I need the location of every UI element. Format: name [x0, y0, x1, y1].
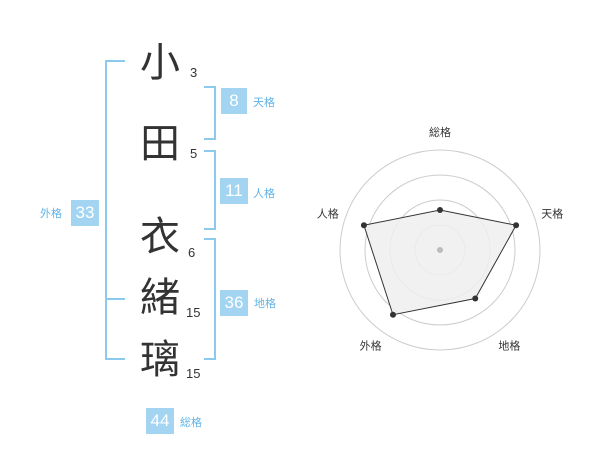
stroke-count-1: 3: [190, 65, 198, 80]
tenkaku-bracket: [204, 86, 216, 140]
name-char-4: 緒: [140, 275, 180, 321]
stroke-count-5: 15: [186, 366, 201, 381]
radar-ring: [364, 174, 516, 326]
gaikaku-bracket: [105, 60, 125, 360]
radar-center: [437, 247, 443, 253]
stroke-count-2: 5: [190, 146, 198, 161]
jinkaku-label: 人格: [253, 187, 275, 200]
name-char-3: 衣: [140, 214, 180, 260]
jinkaku-bracket: [204, 150, 216, 230]
radar-axis-label: 地格: [498, 338, 520, 352]
name-char-5: 璃: [140, 337, 180, 383]
radar-point: [360, 222, 367, 229]
soukaku-label: 総格: [180, 416, 202, 429]
gaikaku-value: 33: [71, 200, 99, 226]
radar-area: [363, 209, 517, 316]
soukaku-value: 44: [146, 408, 174, 434]
chikaku-value: 36: [220, 290, 248, 316]
tenkaku-value: 8: [221, 88, 247, 114]
jinkaku-value: 11: [220, 178, 248, 204]
radar-axis-label: 人格: [317, 207, 339, 221]
chikaku-label: 地格: [254, 297, 276, 310]
radar-ring: [339, 149, 541, 351]
radar-point: [472, 295, 479, 302]
tenkaku-label: 天格: [253, 96, 275, 109]
radar-point: [437, 207, 443, 213]
radar-axis-label: 総格: [429, 125, 451, 139]
stroke-count-3: 6: [188, 245, 196, 260]
radar-axis-label: 天格: [541, 207, 563, 221]
radar-point: [389, 311, 396, 318]
name-char-2: 田: [140, 121, 180, 167]
radar-axis-label: 外格: [360, 338, 382, 352]
name-char-1: 小: [140, 40, 180, 86]
gaikaku-label: 外格: [40, 207, 62, 220]
radar-point: [513, 222, 520, 229]
gaikaku-divider: [105, 298, 125, 300]
stroke-count-4: 15: [186, 305, 201, 320]
chikaku-bracket: [204, 238, 216, 360]
